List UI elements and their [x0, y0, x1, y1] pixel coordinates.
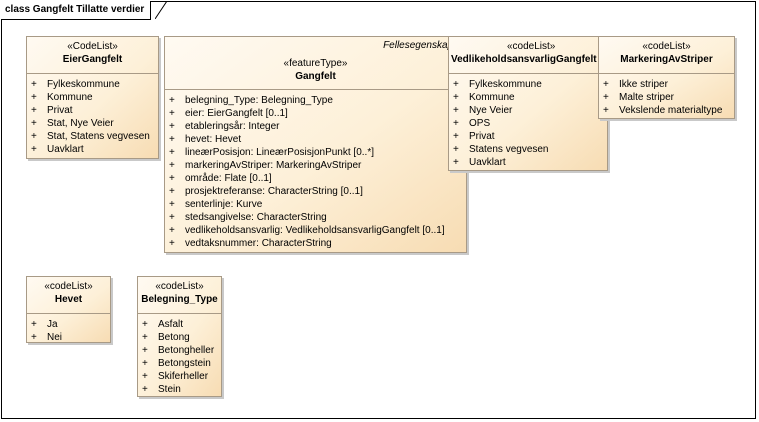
attribute: +stedsangivelse: CharacterString — [169, 212, 327, 223]
stereotype-label: «featureType» — [283, 58, 348, 69]
class-gangfelt[interactable]: Fellesegenskaper «featureType» Gangfelt … — [164, 36, 467, 253]
attribute: +Privat — [31, 105, 73, 116]
attribute: +vedtaksnummer: CharacterString — [169, 238, 332, 249]
attribute: +hevet: Hevet — [169, 134, 242, 145]
stereotype-label: «codeList» — [155, 281, 204, 292]
attribute: +prosjektreferanse: CharacterString [0..… — [169, 186, 363, 197]
stereotype-label: «codeList» — [507, 41, 556, 52]
attribute: +Stat, Nye Veier — [31, 118, 114, 129]
attribute: +senterlinje: Kurve — [169, 199, 263, 210]
diagram-title: class Gangfelt Tillatte verdier — [1, 1, 152, 20]
attribute: +Nye Veier — [453, 105, 513, 116]
class-header: «codeList» Hevet — [27, 277, 110, 314]
attribute: +lineærPosisjon: LineærPosisjonPunkt [0.… — [169, 147, 374, 158]
attribute: +etableringsår: Integer — [169, 121, 280, 132]
class-name: Hevet — [54, 294, 83, 305]
class-name: EierGangfelt — [62, 54, 123, 65]
attribute-list: +Ja +Nei — [27, 314, 110, 343]
attribute: +Malte striper — [603, 92, 675, 103]
attribute: +Asfalt — [142, 319, 184, 330]
package-label: Fellesegenskaper — [383, 40, 462, 51]
attribute: +Kommune — [453, 92, 515, 103]
class-header: «codeList» VedlikeholdsansvarligGangfelt — [449, 37, 607, 74]
attribute-list: +Fylkeskommune +Kommune +Privat +Stat, N… — [27, 74, 158, 156]
attribute: +Betong — [142, 332, 190, 343]
class-header: «codeList» MarkeringAvStriper — [599, 37, 734, 74]
attribute-list: +belegning_Type: Belegning_Type +eier: E… — [165, 90, 466, 250]
attribute: +Privat — [453, 131, 495, 142]
attribute: +Stein — [142, 384, 181, 395]
class-name: MarkeringAvStriper — [620, 54, 713, 65]
stereotype-label: «CodeList» — [67, 41, 118, 52]
stereotype-label: «codeList» — [44, 281, 93, 292]
attribute: +Fylkeskommune — [31, 79, 120, 90]
attribute: +Skiferheller — [142, 371, 209, 382]
class-eiergangfelt[interactable]: «CodeList» EierGangfelt +Fylkeskommune +… — [26, 36, 159, 159]
attribute: +vedlikeholdsansvarlig: Vedlikeholdsansv… — [169, 225, 445, 236]
attribute: +Fylkeskommune — [453, 79, 542, 90]
class-name: Belegning_Type — [141, 294, 218, 305]
class-markeringavstriper[interactable]: «codeList» MarkeringAvStriper +Ikke stri… — [598, 36, 735, 119]
class-name: VedlikeholdsansvarligGangfelt — [451, 54, 597, 65]
attribute: +Nei — [31, 332, 63, 343]
attribute: +OPS — [453, 118, 491, 129]
attribute: +Betongstein — [142, 358, 211, 369]
frame-label-notch — [155, 1, 167, 19]
attribute: +Ikke striper — [603, 79, 668, 90]
class-vedlikeholdsansvarlig[interactable]: «codeList» VedlikeholdsansvarligGangfelt… — [448, 36, 608, 171]
attribute-list: +Fylkeskommune +Kommune +Nye Veier +OPS … — [449, 74, 607, 169]
attribute: +belegning_Type: Belegning_Type — [169, 95, 333, 106]
class-hevet[interactable]: «codeList» Hevet +Ja +Nei — [26, 276, 111, 343]
attribute: +Uavklart — [31, 144, 84, 155]
attribute-list: +Ikke striper +Malte striper +Vekslende … — [599, 74, 734, 117]
class-belegning-type[interactable]: «codeList» Belegning_Type +Asfalt +Beton… — [137, 276, 222, 397]
attribute: +markeringAvStriper: MarkeringAvStriper — [169, 160, 362, 171]
class-header: Fellesegenskaper «featureType» Gangfelt — [165, 37, 466, 90]
attribute: +Vekslende materialtype — [603, 105, 723, 116]
attribute: +Statens vegvesen — [453, 144, 549, 155]
class-name: Gangfelt — [295, 71, 336, 82]
attribute: +Kommune — [31, 92, 93, 103]
attribute-list: +Asfalt +Betong +Betongheller +Betongste… — [138, 314, 221, 396]
attribute: +område: Flate [0..1] — [169, 173, 272, 184]
attribute: +Stat, Statens vegvesen — [31, 131, 150, 142]
stereotype-label: «codeList» — [642, 41, 691, 52]
class-header: «codeList» Belegning_Type — [138, 277, 221, 314]
class-header: «CodeList» EierGangfelt — [27, 37, 158, 74]
attribute: +Ja — [31, 319, 58, 330]
attribute: +Betongheller — [142, 345, 215, 356]
attribute: +Uavklart — [453, 157, 506, 168]
attribute: +eier: EierGangfelt [0..1] — [169, 108, 288, 119]
